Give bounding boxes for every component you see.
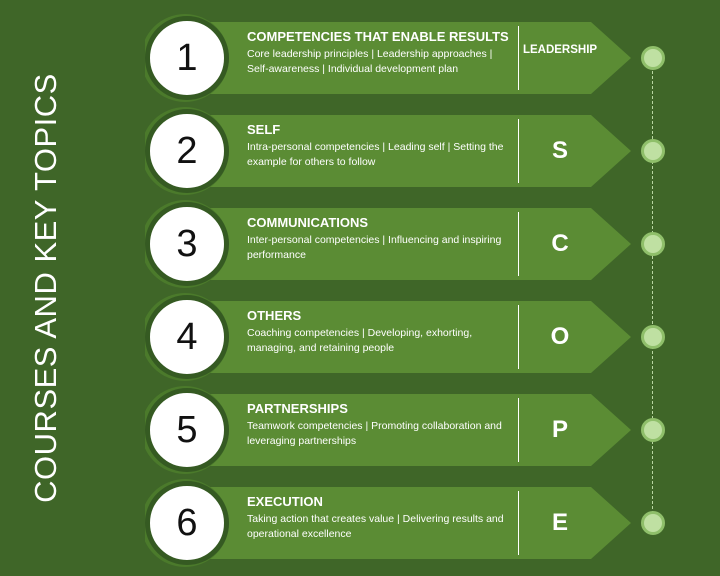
topic-description: Intra-personal competencies | Leading se…: [247, 141, 504, 168]
divider: [518, 212, 519, 276]
scope-letter: P: [551, 416, 568, 443]
number-badge: 4: [145, 295, 229, 379]
number-badge: 6: [145, 481, 229, 565]
divider: [518, 119, 519, 183]
topic-row: 1 COMPETENCIES THAT ENABLE RESULTS Core …: [145, 14, 675, 102]
topic-heading: PARTNERSHIPS: [247, 401, 348, 416]
scope-letter: LEADERSHIP: [522, 44, 598, 56]
scope-letter: E: [551, 509, 568, 536]
topic-heading: OTHERS: [247, 308, 302, 323]
timeline-dot: [641, 232, 665, 256]
timeline-dot: [641, 139, 665, 163]
timeline-dot: [641, 46, 665, 70]
topic-description: Core leadership principles | Leadership …: [247, 48, 493, 75]
timeline-line: [652, 56, 653, 524]
topic-heading: SELF: [247, 122, 281, 137]
divider: [518, 26, 519, 90]
topic-description: Taking action that creates value | Deliv…: [247, 513, 504, 540]
timeline-dot: [641, 325, 665, 349]
topic-row: 3 COMMUNICATIONS Inter-personal competen…: [145, 200, 675, 288]
scope-letter: O: [550, 323, 570, 350]
number-badge: 3: [145, 202, 229, 286]
topic-heading: COMMUNICATIONS: [247, 215, 369, 230]
divider: [518, 491, 519, 555]
scope-letter: S: [551, 137, 568, 164]
timeline-dot: [641, 511, 665, 535]
topic-row: 4 OTHERS Coaching competencies | Develop…: [145, 293, 675, 381]
topic-heading: EXECUTION: [247, 494, 323, 509]
divider: [518, 398, 519, 462]
topic-description: Teamwork competencies | Promoting collab…: [247, 420, 502, 447]
divider: [518, 305, 519, 369]
timeline-dot: [641, 418, 665, 442]
scope-letter: C: [551, 230, 569, 257]
topic-heading: COMPETENCIES THAT ENABLE RESULTS: [247, 29, 509, 44]
topic-description: Coaching competencies | Developing, exho…: [247, 327, 473, 354]
number-badge: 1: [145, 16, 229, 100]
topic-row: 5 PARTNERSHIPS Teamwork competencies | P…: [145, 386, 675, 474]
topic-row: 2 SELF Intra-personal competencies | Lea…: [145, 107, 675, 195]
side-title: COURSES AND KEY TOPICS: [28, 73, 63, 503]
topic-row: 6 EXECUTION Taking action that creates v…: [145, 479, 675, 567]
number-badge: 2: [145, 109, 229, 193]
number-badge: 5: [145, 388, 229, 472]
topic-description: Inter-personal competencies | Influencin…: [247, 234, 502, 261]
